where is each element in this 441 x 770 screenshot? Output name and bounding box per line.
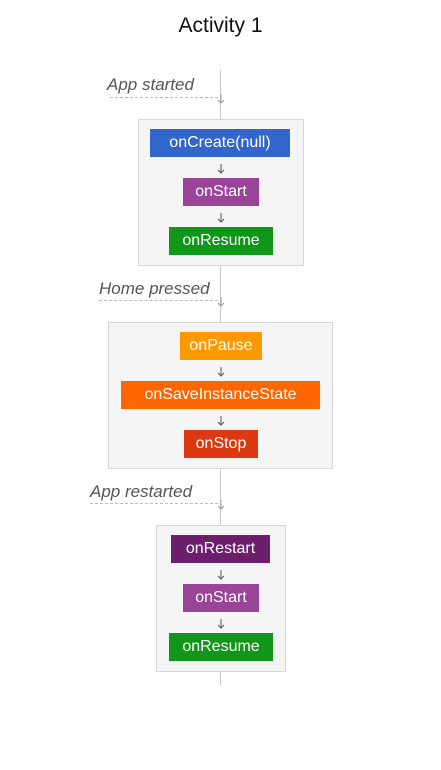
- arrow-down-icon: [217, 297, 225, 307]
- step-onrestart: onRestart: [171, 535, 270, 563]
- event-divider: [110, 97, 218, 98]
- arrow-down-icon: [217, 213, 225, 223]
- step-onpause: onPause: [180, 332, 262, 360]
- arrow-down-icon: [217, 619, 225, 629]
- diagram-title: Activity 1: [178, 14, 263, 37]
- event-divider: [99, 300, 218, 301]
- step-onsaveinstancestate: onSaveInstanceState: [121, 381, 320, 409]
- arrow-down-icon: [217, 367, 225, 377]
- arrow-down-icon: [217, 94, 225, 104]
- step-onstart: onStart: [183, 178, 259, 206]
- step-oncreate: onCreate(null): [150, 129, 290, 157]
- event-divider: [90, 503, 218, 504]
- event-label-app-started: App started: [107, 75, 194, 94]
- arrow-down-icon: [217, 416, 225, 426]
- event-label-home-pressed: Home pressed: [99, 279, 210, 298]
- step-onresume: onResume: [169, 227, 273, 255]
- arrow-down-icon: [217, 164, 225, 174]
- event-label-app-restarted: App restarted: [90, 482, 193, 501]
- step-onresume: onResume: [169, 633, 273, 661]
- step-onstart: onStart: [183, 584, 259, 612]
- step-onstop: onStop: [184, 430, 258, 458]
- arrow-down-icon: [217, 500, 225, 510]
- arrow-down-icon: [217, 570, 225, 580]
